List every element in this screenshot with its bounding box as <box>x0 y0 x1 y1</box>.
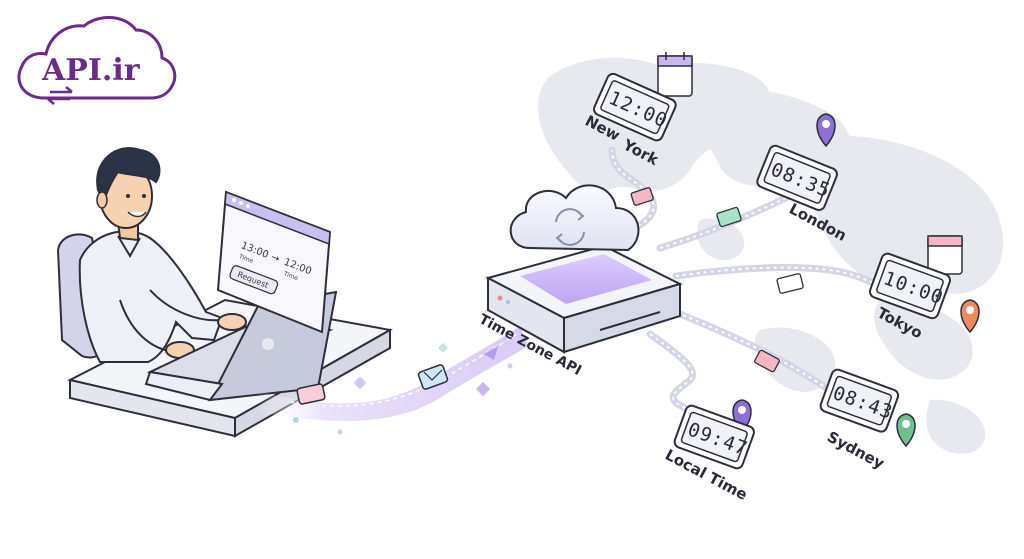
request-data-flow <box>256 326 528 435</box>
clock-tokyo: 10:00 Tokyo <box>868 235 980 342</box>
flow-arrow-icon <box>484 346 498 360</box>
logo-text: API.ir <box>41 53 141 88</box>
time-zone-api-server[interactable]: Time Zone API <box>476 184 683 379</box>
request-window[interactable]: 13:00 Time → 12:00 Time Request <box>216 190 332 334</box>
logo-cloud-icon <box>17 15 177 100</box>
clock-local-time: 09:47 Local Time <box>662 399 755 504</box>
laptop-logo-icon <box>262 338 274 350</box>
logo-exchange-arrows-icon <box>47 86 73 105</box>
brand-logo[interactable]: API.ir <box>17 15 177 105</box>
route-packets <box>630 187 804 373</box>
cloud-icon <box>509 184 640 252</box>
clock-sydney: 08:43 Sydney <box>819 368 916 473</box>
calendar-icon <box>927 235 963 275</box>
data-packet <box>296 383 326 405</box>
location-pin-icon <box>816 113 836 148</box>
location-pin-icon <box>960 299 980 334</box>
city-label: Sydney <box>824 428 887 473</box>
clock-london: 08:35 London <box>756 113 850 245</box>
calendar-icon <box>657 52 693 97</box>
person-avatar <box>78 147 247 363</box>
location-pin-icon <box>896 413 916 448</box>
sync-icon <box>555 208 585 246</box>
conversion-arrow-icon: → <box>269 252 281 265</box>
status-led-icon <box>497 295 503 301</box>
